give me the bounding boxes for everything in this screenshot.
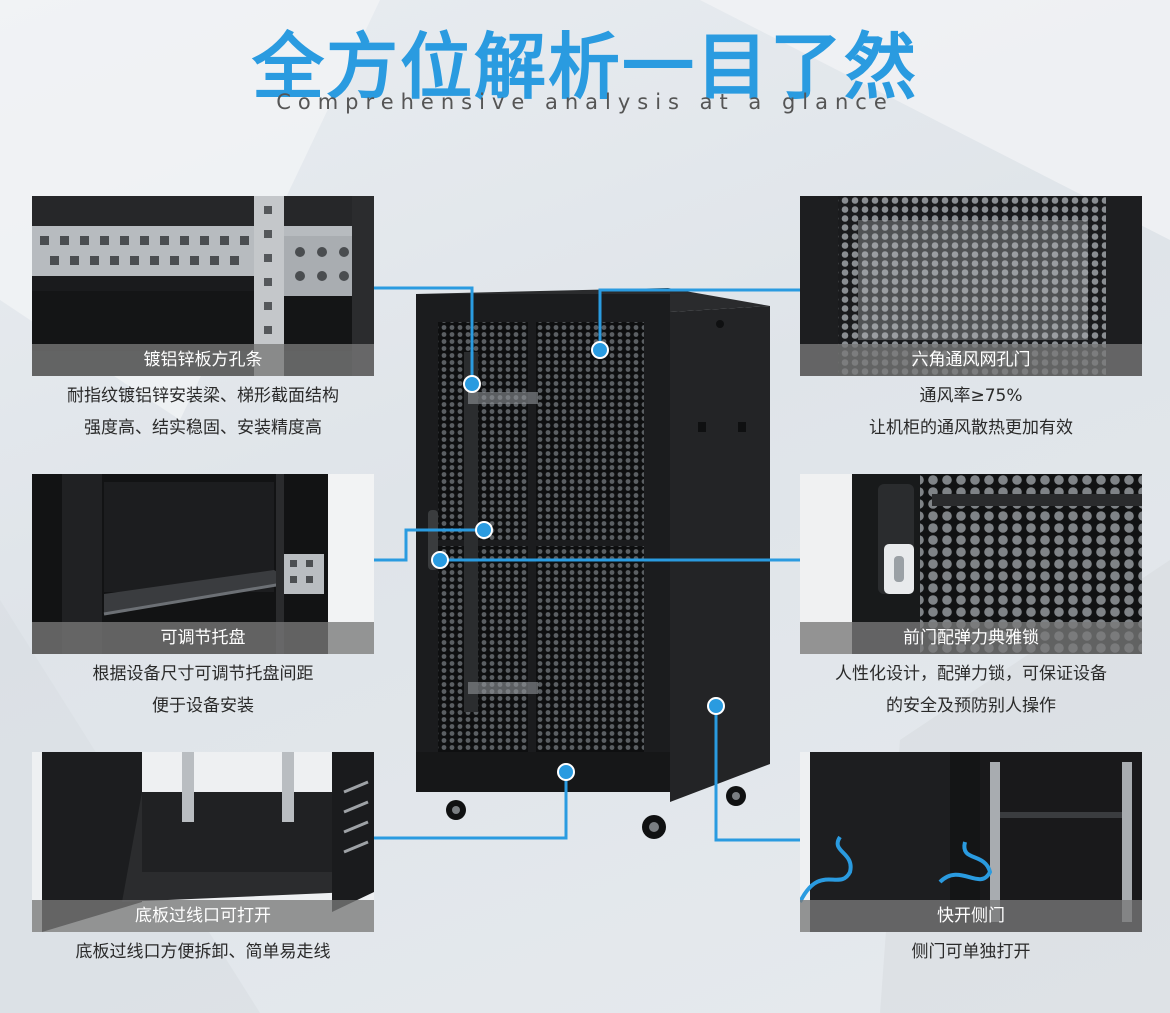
feature-desc-quick-side-door: 侧门可单独打开: [800, 936, 1142, 968]
callout-dot: [591, 341, 609, 359]
callout-dot: [557, 763, 575, 781]
desc-line: 通风率≥75%: [919, 386, 1023, 406]
feature-photo-quick-side-door: 快开侧门: [800, 752, 1142, 932]
feature-photo-bottom-cable-entry: 底板过线口可打开: [32, 752, 374, 932]
desc-line: 便于设备安装: [152, 696, 254, 716]
callout-dot: [463, 375, 481, 393]
desc-line: 底板过线口方便拆卸、简单易走线: [75, 942, 331, 962]
leader-line-bottom-cable-entry: [374, 772, 568, 840]
desc-line: 强度高、结实稳固、安装精度高: [84, 418, 322, 438]
feature-label-front-door-lock: 前门配弹力典雅锁: [800, 622, 1142, 654]
feature-desc-square-hole-strip: 耐指纹镀铝锌安装梁、梯形截面结构 强度高、结实稳固、安装精度高: [32, 380, 374, 444]
desc-line: 根据设备尺寸可调节托盘间距: [92, 664, 314, 684]
leader-line-quick-side-door: [714, 706, 800, 842]
leader-line-square-hole-strip: [374, 286, 474, 384]
feature-desc-hex-vent-door: 通风率≥75% 让机柜的通风散热更加有效: [800, 380, 1142, 444]
desc-line: 让机柜的通风散热更加有效: [869, 418, 1073, 438]
feature-label-quick-side-door: 快开侧门: [800, 900, 1142, 932]
callout-dot: [431, 551, 449, 569]
page-title: 全方位解析一目了然: [251, 25, 918, 109]
server-cabinet: [416, 288, 770, 839]
desc-line: 人性化设计，配弹力锁，可保证设备: [835, 664, 1107, 684]
feature-label-square-hole-strip: 镀铝锌板方孔条: [32, 344, 374, 376]
feature-photo-adjustable-tray: 可调节托盘: [32, 474, 374, 654]
leader-line-adjustable-tray: [374, 528, 484, 562]
feature-photo-square-hole-strip: 镀铝锌板方孔条: [32, 196, 374, 376]
feature-desc-adjustable-tray: 根据设备尺寸可调节托盘间距 便于设备安装: [32, 658, 374, 722]
feature-label-adjustable-tray: 可调节托盘: [32, 622, 374, 654]
desc-line: 的安全及预防别人操作: [886, 696, 1056, 716]
leader-line-hex-vent-door: [598, 288, 800, 350]
desc-line: 侧门可单独打开: [911, 942, 1031, 962]
feature-desc-bottom-cable-entry: 底板过线口方便拆卸、简单易走线: [32, 936, 374, 968]
feature-label-bottom-cable-entry: 底板过线口可打开: [32, 900, 374, 932]
callout-dot: [707, 697, 725, 715]
feature-desc-front-door-lock: 人性化设计，配弹力锁，可保证设备 的安全及预防别人操作: [800, 658, 1142, 722]
callout-dot: [475, 521, 493, 539]
feature-label-hex-vent-door: 六角通风网孔门: [800, 344, 1142, 376]
page-subtitle: Comprehensive analysis at a glance: [276, 90, 894, 114]
feature-photo-front-door-lock: 前门配弹力典雅锁: [800, 474, 1142, 654]
feature-photo-hex-vent-door: 六角通风网孔门: [800, 196, 1142, 376]
desc-line: 耐指纹镀铝锌安装梁、梯形截面结构: [67, 386, 339, 406]
